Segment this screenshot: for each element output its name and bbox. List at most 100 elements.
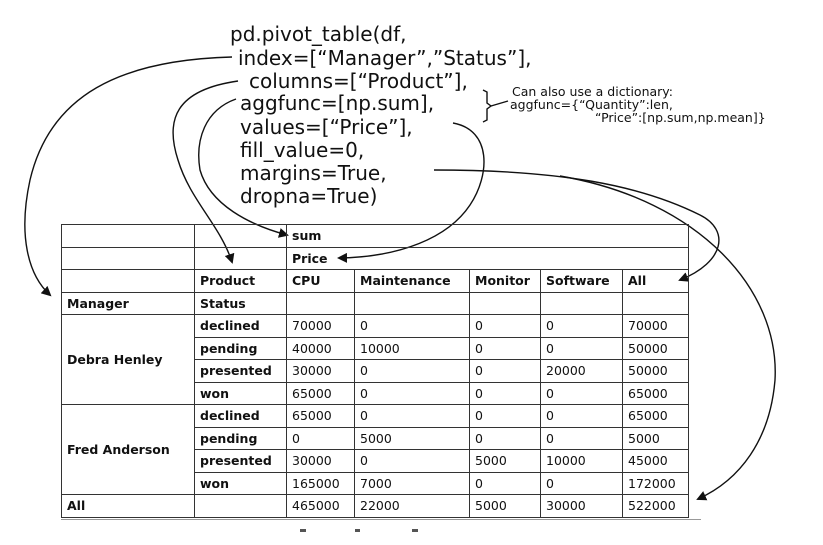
empty-cell <box>61 224 195 248</box>
cropped-text-fragment <box>412 529 418 532</box>
value-cell: 10000 <box>540 449 623 473</box>
value-cell: 65000 <box>286 404 355 428</box>
value-cell: 50000 <box>622 359 689 383</box>
arrow-margins-to-all-row <box>559 175 776 501</box>
header-row-values: Price <box>61 246 689 270</box>
value-cell: 65000 <box>286 381 355 405</box>
value-cell: 40000 <box>286 336 355 360</box>
bottom-rule <box>61 519 701 520</box>
status-cell: declined <box>194 314 287 338</box>
value-cell: 7000 <box>354 471 470 495</box>
code-line-dropna: dropna=True) <box>240 184 378 208</box>
empty-cell <box>61 269 195 293</box>
empty-cell <box>194 224 287 248</box>
value-cell: 0 <box>354 314 470 338</box>
cropped-text-fragment <box>355 529 360 532</box>
table-row: pending 40000 10000 0 0 50000 <box>62 336 689 360</box>
status-cell: pending <box>194 426 287 450</box>
dictionary-note-heading: Can also use a dictionary: <box>512 84 674 99</box>
header-row-columns: Product CPU Maintenance Monitor Software… <box>61 269 689 293</box>
dictionary-brace <box>482 89 493 123</box>
total-label: All <box>61 494 195 518</box>
value-cell: 0 <box>286 426 355 450</box>
header-row-agg: sum <box>61 224 689 248</box>
value-cell: 0 <box>540 426 623 450</box>
value-cell: 0 <box>469 336 541 360</box>
status-cell: declined <box>194 404 287 428</box>
total-value-cell: 465000 <box>286 494 355 518</box>
dictionary-note-price: “Price”:[np.sum,np.mean]} <box>595 110 766 125</box>
column-header: CPU <box>286 269 355 293</box>
value-cell: 172000 <box>622 471 689 495</box>
value-cell: 0 <box>354 404 470 428</box>
value-cell: 70000 <box>622 314 689 338</box>
index-label-manager: Manager <box>61 291 195 315</box>
product-label: Product <box>194 269 287 293</box>
header-agg: sum <box>286 224 689 248</box>
empty-cell <box>194 246 287 270</box>
value-cell: 5000 <box>469 449 541 473</box>
table-row: Fred Anderson declined 65000 0 0 0 65000 <box>61 404 689 495</box>
column-header: Monitor <box>469 269 541 293</box>
table-row: presented 30000 0 5000 10000 45000 <box>62 449 689 473</box>
value-cell: 0 <box>540 336 623 360</box>
status-cell: won <box>194 381 287 405</box>
dictionary-note-quantity: aggfunc={“Quantity”:len, <box>510 97 673 112</box>
code-line-fill-value: fill_value=0, <box>240 138 365 162</box>
total-value-cell: 30000 <box>540 494 623 518</box>
empty-cell <box>469 291 541 315</box>
column-header: Maintenance <box>354 269 470 293</box>
status-cell: won <box>194 471 287 495</box>
code-line-index: index=[“Manager”,”Status”], <box>238 46 532 70</box>
empty-cell <box>354 291 470 315</box>
manager-cell: Debra Henley <box>61 314 195 405</box>
empty-cell <box>286 291 355 315</box>
table-row: Debra Henley declined 70000 0 0 0 70000 <box>61 314 689 405</box>
pivot-table: sum Price Product CPU Maintenance Monito… <box>61 224 689 518</box>
value-cell: 30000 <box>286 449 355 473</box>
code-line-margins: margins=True, <box>240 161 387 185</box>
value-cell: 0 <box>540 314 623 338</box>
total-value-cell: 5000 <box>469 494 541 518</box>
empty-cell <box>540 291 623 315</box>
value-cell: 0 <box>469 404 541 428</box>
total-row: All 465000 22000 5000 30000 522000 <box>61 494 689 518</box>
value-cell: 70000 <box>286 314 355 338</box>
brace-connector <box>490 100 509 107</box>
arrow-aggfunc-to-sum <box>198 98 289 238</box>
value-cell: 50000 <box>622 336 689 360</box>
value-cell: 0 <box>354 359 470 383</box>
value-cell: 0 <box>469 471 541 495</box>
code-line-columns: columns=[“Product”], <box>249 69 468 93</box>
value-cell: 30000 <box>286 359 355 383</box>
value-cell: 5000 <box>622 426 689 450</box>
value-cell: 0 <box>469 359 541 383</box>
status-cell: presented <box>194 449 287 473</box>
value-cell: 0 <box>469 426 541 450</box>
empty-cell <box>61 246 195 270</box>
value-cell: 5000 <box>354 426 470 450</box>
empty-cell <box>194 494 287 518</box>
table-row: won 65000 0 0 0 65000 <box>62 381 689 405</box>
value-cell: 10000 <box>354 336 470 360</box>
arrow-margins-to-all-column <box>433 169 720 282</box>
header-row-index-names: Manager Status <box>61 291 689 315</box>
total-value-cell: 22000 <box>354 494 470 518</box>
value-cell: 0 <box>540 381 623 405</box>
value-cell: 0 <box>469 314 541 338</box>
code-line-values: values=[“Price”], <box>240 115 413 139</box>
total-value-cell: 522000 <box>622 494 689 518</box>
arrow-index-to-row-labels <box>24 56 233 297</box>
value-cell: 65000 <box>622 404 689 428</box>
code-line-pivot-table: pd.pivot_table(df, <box>230 22 407 46</box>
empty-cell <box>622 291 689 315</box>
value-cell: 0 <box>354 449 470 473</box>
value-cell: 65000 <box>622 381 689 405</box>
header-values: Price <box>286 246 689 270</box>
manager-cell: Fred Anderson <box>61 404 195 495</box>
cropped-text-fragment <box>300 529 306 532</box>
value-cell: 0 <box>354 381 470 405</box>
value-cell: 20000 <box>540 359 623 383</box>
value-cell: 0 <box>469 381 541 405</box>
